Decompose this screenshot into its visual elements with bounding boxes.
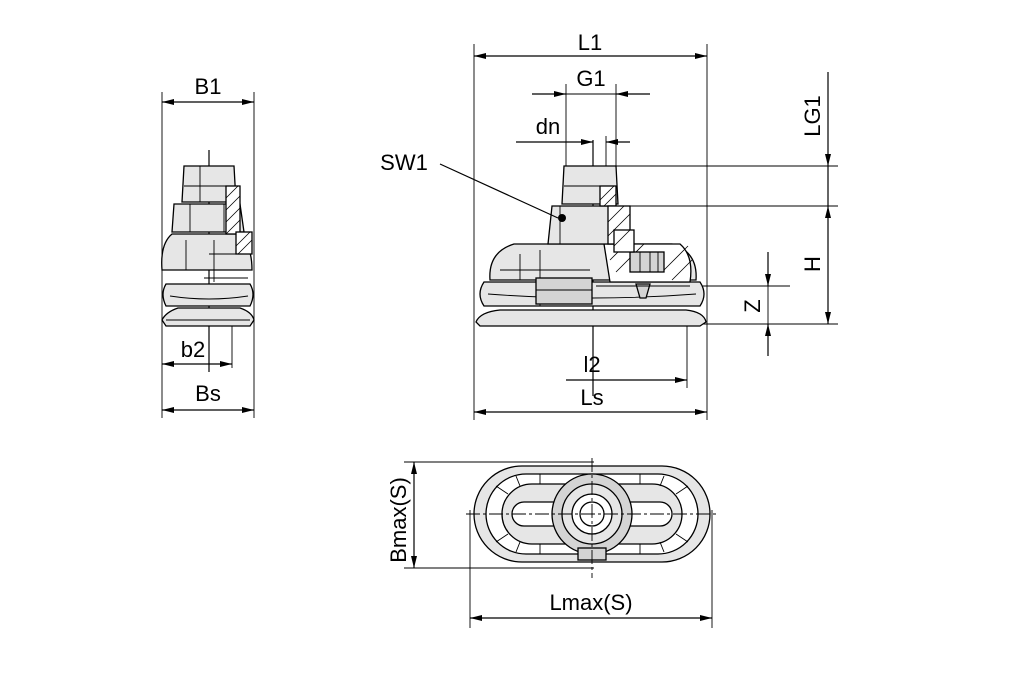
- dim-label-bmax: Bmax(S): [386, 477, 411, 563]
- dim-label-l2: l2: [583, 352, 600, 377]
- dim-label-l1: L1: [578, 30, 602, 55]
- top-view: Bmax(S) Lmax(S): [386, 458, 716, 628]
- dim-label-z: Z: [740, 299, 765, 312]
- dim-label-g1: G1: [576, 66, 605, 91]
- dim-label-b1: B1: [195, 74, 222, 99]
- side-view: B1 b2 Bs: [161, 74, 255, 418]
- dim-label-b2: b2: [181, 337, 205, 362]
- dim-label-h: H: [800, 256, 825, 272]
- dim-label-ls: Ls: [580, 385, 603, 410]
- dim-label-lmax: Lmax(S): [549, 590, 632, 615]
- dim-label-sw1: SW1: [380, 150, 428, 175]
- dim-label-bs: Bs: [195, 381, 221, 406]
- front-view: L1 G1 dn SW1 LG1 H Z l2 Ls: [380, 30, 838, 420]
- dim-label-lg1: LG1: [800, 95, 825, 137]
- dim-label-dn: dn: [536, 114, 560, 139]
